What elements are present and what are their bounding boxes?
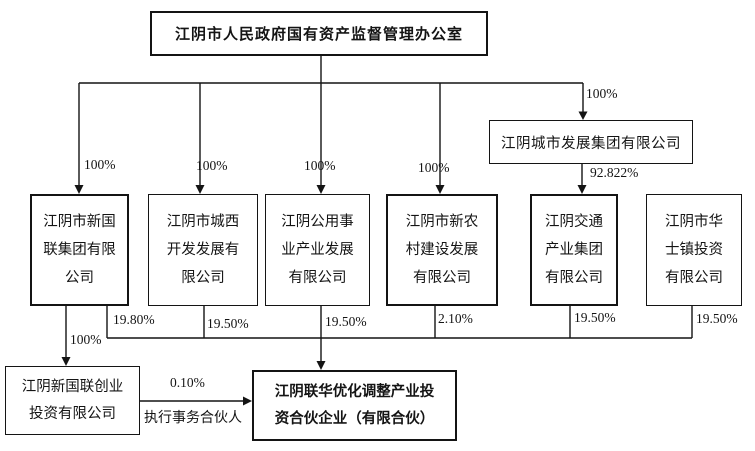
ownership-label-xinguolian-chuangye: 100%	[70, 332, 102, 347]
arrow-into-chengxi	[195, 185, 205, 194]
node-xinguolian-venture-investment: 江阴新国联创业 投资有限公司	[5, 366, 140, 435]
node-label: 开发发展有	[166, 242, 240, 258]
ownership-label-gov-gongyong: 100%	[304, 158, 336, 173]
role-label-executive-partner: 执行事务合伙人	[144, 411, 242, 426]
node-label: 有限公司	[545, 270, 603, 286]
ownership-label-gov-chengxi: 100%	[196, 158, 228, 173]
ownership-label-city-jiaotong: 92.822%	[590, 165, 639, 180]
arrow-into-jiaotong	[577, 185, 587, 194]
ownership-label-xinguolian-lianhua: 19.80%	[113, 312, 155, 327]
node-label: 村建设发展	[405, 242, 479, 258]
node-huashi-investment: 江阴市华 士镇投资 有限公司	[646, 194, 742, 306]
ownership-label-xinnongcun-lianhua: 2.10%	[438, 311, 473, 326]
arrow-into-xinguolian	[74, 185, 84, 194]
node-label: 业产业发展	[281, 242, 354, 258]
node-label: 江阴市人民政府国有资产监督管理办公室	[174, 27, 463, 43]
node-new-rural-construction: 江阴市新农 村建设发展 有限公司	[386, 194, 498, 306]
node-label: 江阴联华优化调整产业投	[274, 383, 435, 400]
arrowheads	[61, 111, 588, 406]
arrow-into-chuangye	[61, 357, 71, 366]
arrow-into-lianhua-top	[316, 361, 326, 370]
node-lianhua-partnership: 江阴联华优化调整产业投 资合伙企业（有限合伙）	[252, 370, 457, 441]
node-label: 江阴市新国	[43, 214, 116, 230]
node-label: 有限公司	[288, 270, 347, 286]
node-gov-office: 江阴市人民政府国有资产监督管理办公室	[150, 11, 488, 56]
arrow-into-xinnongcun	[435, 185, 445, 194]
node-label: 公司	[65, 270, 94, 286]
node-label: 江阴公用事	[281, 214, 354, 230]
node-label: 有限公司	[665, 270, 723, 286]
node-xinguolian-group: 江阴市新国 联集团有限 公司	[30, 194, 129, 306]
node-label: 江阴市城西	[166, 214, 240, 230]
node-label: 联集团有限	[43, 242, 116, 258]
ownership-label-jiaotong-lianhua: 19.50%	[574, 310, 616, 325]
node-label: 江阴新国联创业	[21, 378, 124, 395]
ownership-label-chuangye-lianhua: 0.10%	[170, 375, 205, 390]
node-label: 江阴市新农	[405, 214, 479, 230]
node-public-utilities: 江阴公用事 业产业发展 有限公司	[265, 194, 370, 306]
ownership-label-gongyong-lianhua: 19.50%	[325, 314, 367, 329]
node-label: 有限公司	[413, 270, 471, 286]
ownership-label-gov-xinguolian: 100%	[84, 157, 116, 172]
edge-lines	[65, 56, 693, 402]
ownership-label-huashi-lianhua: 19.50%	[696, 311, 738, 326]
ownership-label-gov-city: 100%	[586, 86, 618, 101]
node-label: 士镇投资	[665, 242, 723, 258]
node-label: 投资有限公司	[29, 405, 116, 422]
node-label: 江阴城市发展集团有限公司	[501, 135, 681, 152]
node-label: 产业集团	[545, 242, 603, 258]
node-label: 限公司	[181, 270, 225, 286]
node-label: 资合伙企业（有限合伙）	[274, 410, 435, 427]
node-chengxi-development: 江阴市城西 开发发展有 限公司	[148, 194, 258, 306]
arrow-into-city	[578, 111, 588, 120]
node-label: 江阴市华	[665, 214, 723, 230]
node-label: 江阴交通	[545, 214, 603, 230]
ownership-label-gov-xinnongcun: 100%	[418, 160, 450, 175]
arrow-into-lianhua-left	[243, 396, 252, 406]
node-city-development-group: 江阴城市发展集团有限公司	[489, 120, 693, 164]
node-jiaotong-industry-group: 江阴交通 产业集团 有限公司	[530, 194, 618, 306]
arrow-into-gongyong	[316, 185, 326, 194]
ownership-label-chengxi-lianhua: 19.50%	[207, 316, 249, 331]
